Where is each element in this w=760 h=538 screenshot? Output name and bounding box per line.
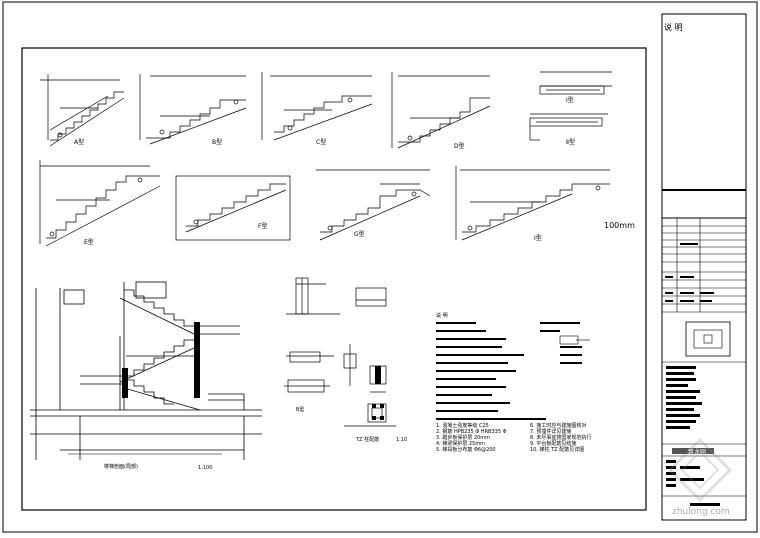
title-stamp-bar bbox=[672, 448, 714, 454]
stair-type-d-label: D型 bbox=[454, 143, 465, 150]
detail-tz-label: TZ 柱配筋 bbox=[356, 437, 380, 443]
stair-type-c bbox=[261, 72, 373, 141]
note-line-6: 6. 施工时应与建施图核对 bbox=[530, 423, 587, 429]
note-dimension: 100mm bbox=[604, 221, 635, 230]
note-line-4: 4. 梯梁保护层 25mm bbox=[436, 441, 486, 447]
stair-type-g-label: G型 bbox=[354, 231, 365, 238]
stair-type-i-ii bbox=[529, 71, 612, 141]
stair-type-c-label: C型 bbox=[316, 139, 327, 146]
note-line-1: 1. 混凝土强度等级 C25 bbox=[436, 423, 489, 429]
stair-type-e-label: E型 bbox=[84, 239, 94, 246]
notes-text-lines bbox=[436, 322, 582, 420]
title-block-rows bbox=[662, 218, 746, 497]
note-line-5: 5. 梯段板分布筋 Φ6@200 bbox=[436, 447, 496, 453]
stair-type-2-label: Ⅱ型 bbox=[566, 139, 575, 146]
watermark-logo bbox=[667, 437, 733, 503]
stair-type-g bbox=[316, 169, 431, 241]
section-title: 楼梯剖面(局部) bbox=[104, 464, 138, 470]
section-scale: 1:100 bbox=[198, 465, 213, 471]
stair-type-e bbox=[39, 160, 161, 247]
note-line-3: 3. 踏步板保护层 20mm bbox=[436, 435, 491, 441]
stair-type-1-label: Ⅰ型 bbox=[566, 97, 574, 104]
stair-type-i2 bbox=[455, 166, 610, 241]
section-column-left bbox=[122, 368, 128, 398]
title-block-text-blobs bbox=[665, 243, 720, 506]
stair-type-i-label: I型 bbox=[534, 235, 542, 242]
note-line-8: 8. 未尽事宜按国家规范执行 bbox=[530, 435, 592, 441]
note-line-2: 2. 钢筋 HPB235 Φ HRB335 Φ bbox=[436, 429, 507, 435]
stair-type-a-label: A型 bbox=[74, 139, 85, 146]
stair-type-d bbox=[391, 72, 491, 149]
watermark-text: zhulong.com bbox=[672, 507, 730, 517]
stair-type-b-label: B型 bbox=[212, 139, 223, 146]
stair-type-f-label: F型 bbox=[258, 223, 268, 230]
title-logo-frame bbox=[685, 321, 731, 357]
drawing-frame bbox=[21, 47, 647, 511]
stair-type-b bbox=[139, 74, 247, 145]
detail-b-label: B型 bbox=[296, 407, 305, 413]
note-line-7: 7. 预埋件详见建施 bbox=[530, 429, 572, 435]
detail-sections bbox=[284, 277, 396, 427]
side-label: 说 明 bbox=[664, 23, 683, 32]
stair-type-a bbox=[40, 74, 125, 147]
section-column-right bbox=[194, 322, 200, 398]
notes-title: 说 明 bbox=[436, 313, 448, 319]
note-line-10: 10. 梯柱 TZ 配筋见详图 bbox=[530, 447, 585, 453]
detail-tz-scale: 1:10 bbox=[396, 437, 408, 443]
title-block-frame bbox=[661, 13, 747, 521]
stair-section-view bbox=[30, 281, 262, 460]
stair-type-f bbox=[175, 175, 291, 241]
title-stamp: 筑龙网 bbox=[688, 449, 707, 456]
note-line-9: 9. 平台板配筋见结施 bbox=[530, 441, 577, 447]
